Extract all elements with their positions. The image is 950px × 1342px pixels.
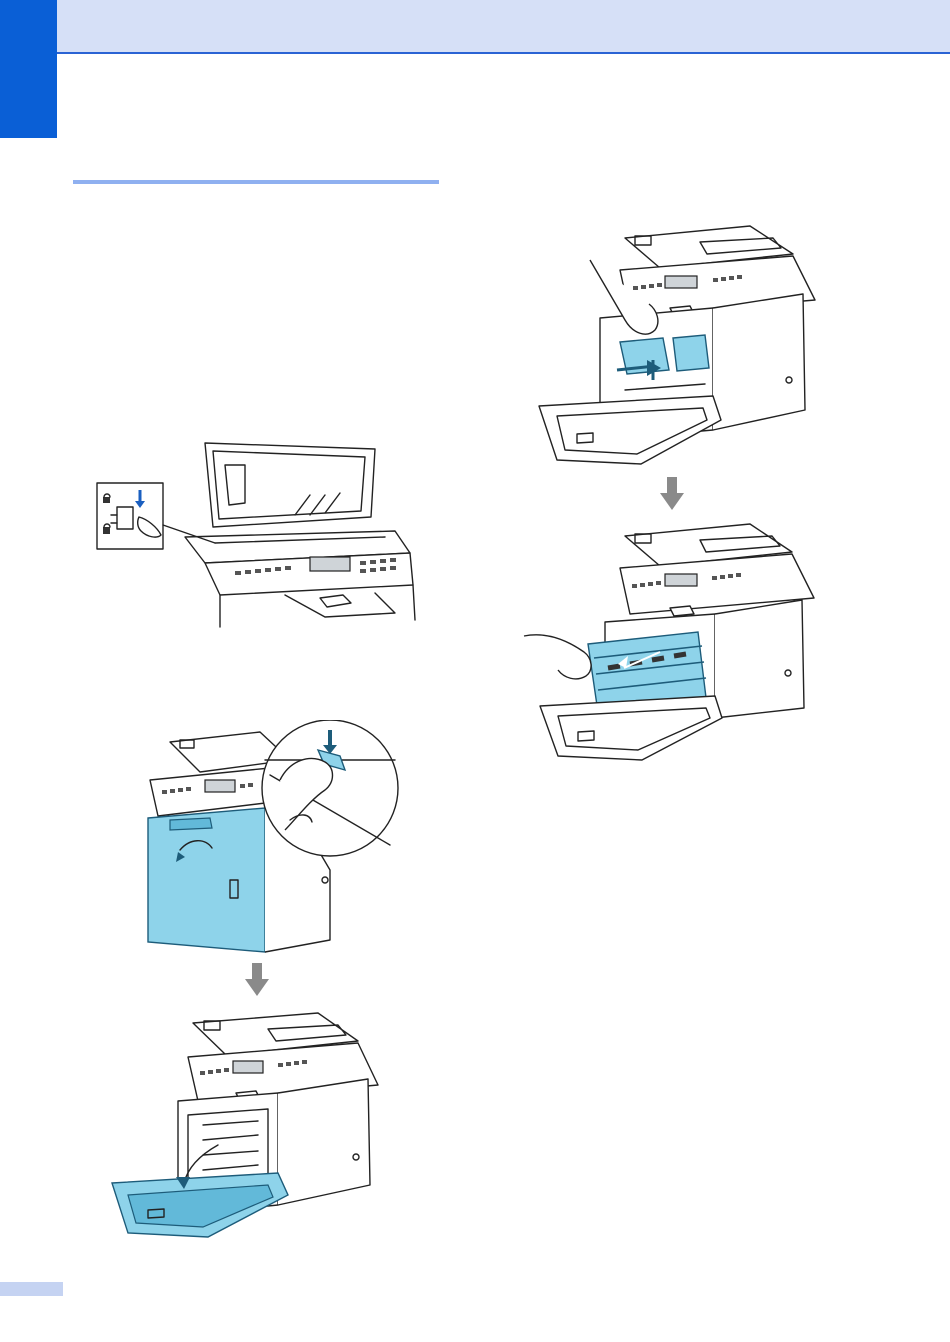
front-cover-open-illustration <box>108 1005 388 1243</box>
drum-pull-out-illustration <box>520 518 825 768</box>
section-rule <box>73 180 439 184</box>
arrow-down-icon <box>244 963 270 997</box>
footer-bar <box>0 1282 63 1296</box>
scanner-lock-illustration <box>95 435 425 630</box>
header-band <box>57 0 950 54</box>
drum-release-illustration <box>535 220 825 470</box>
step-arrow-right <box>659 477 685 511</box>
step-arrow-left <box>244 963 270 997</box>
front-cover-release-illustration <box>140 720 405 955</box>
arrow-down-icon <box>659 477 685 511</box>
chapter-tab <box>0 0 57 138</box>
